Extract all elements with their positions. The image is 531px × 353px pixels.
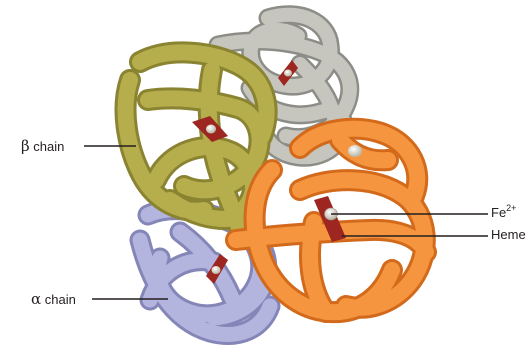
leader-lines [84,145,488,300]
alpha-chain-text: chain [44,292,76,307]
heme-label: Heme [491,227,531,242]
iron-symbol: Fe [491,205,507,220]
alpha-subunit-right [225,117,437,324]
iron-label: Fe2+ [491,203,517,221]
alpha-chain-label: α chain [31,290,76,308]
beta-chain-text: chain [33,139,65,154]
beta-subunit-front [114,41,278,243]
beta-chain-label: β chain [21,137,64,155]
heme-text: Heme [491,227,526,242]
iron-charge: 2+ [506,203,517,213]
beta-symbol: β [21,137,30,155]
alpha-symbol: α [31,290,42,308]
